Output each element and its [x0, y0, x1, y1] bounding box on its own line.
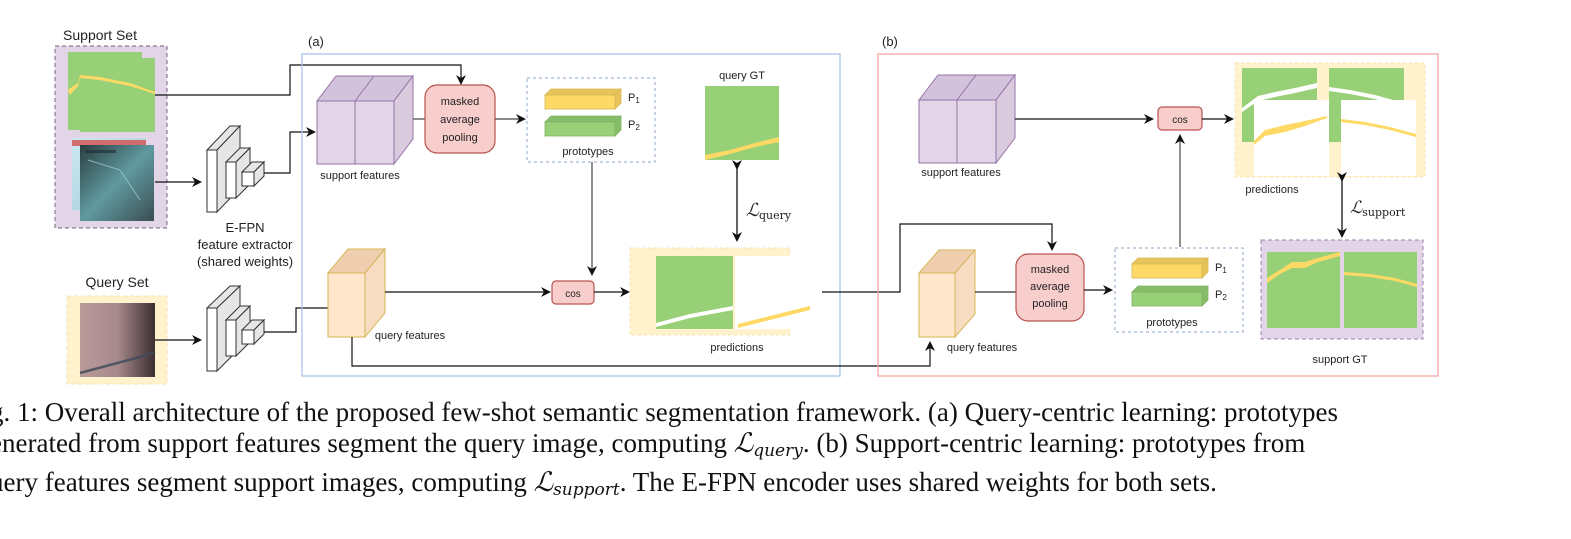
prototypes-container-a [526, 77, 656, 163]
support-loss-label: ℒsupport [1350, 198, 1406, 219]
support-gt-label: support GT [1312, 354, 1367, 366]
query-features-label-a: query features [375, 330, 446, 342]
query-set-label: Query Set [85, 274, 148, 290]
caption-line-2: enerated from support features segment t… [0, 428, 1550, 467]
map-b-line1: masked [1031, 264, 1070, 276]
encoder-to-query-features-line [264, 307, 328, 333]
prototypes-container-b [1114, 247, 1244, 333]
predictions-label-b: predictions [1245, 184, 1299, 196]
caption-line-3: uery features segment support images, co… [0, 467, 1550, 506]
prototypes-label-a: prototypes [562, 146, 614, 158]
prototype-p2-a [544, 115, 622, 137]
support-features-block [315, 74, 415, 166]
map-a-line2: average [440, 114, 480, 126]
panel-b-tag: (b) [882, 34, 898, 49]
caption-line-3-text-a: uery features segment support images, co… [0, 467, 534, 497]
prototype-p2-b [1131, 285, 1209, 307]
cos-label-b: cos [1172, 115, 1188, 126]
caption-query-loss-subscript: query [753, 441, 803, 461]
query-features-block-b [917, 248, 977, 339]
support-camera-image [72, 138, 154, 221]
caption-line-1: g. 1: Overall architecture of the propos… [0, 397, 1338, 427]
query-features-block-a [326, 247, 387, 339]
query-features-label-b: query features [947, 342, 1018, 354]
map-a-line1: masked [441, 96, 480, 108]
encoder-query [205, 284, 266, 373]
query-loss-label: ℒquery [746, 200, 792, 222]
support-gt-image-1 [1267, 252, 1340, 328]
query-gt-image [705, 86, 779, 160]
panel-b-border [877, 53, 1439, 377]
support-mask-image [68, 52, 155, 132]
cos-label-a: cos [565, 289, 581, 300]
support-set-label: Support Set [63, 27, 137, 43]
caption-line-2-text-b: . (b) Support-centric learning: prototyp… [802, 428, 1306, 458]
encoder-label-weights: (shared weights) [197, 254, 293, 269]
caption-support-loss-subscript: support [553, 480, 620, 500]
prediction-image-b-2 [1329, 68, 1416, 176]
prediction-image-a-2 [735, 256, 811, 329]
map-b-line3: pooling [1032, 298, 1067, 310]
support-features-block-b [917, 73, 1017, 165]
support-features-label: support features [320, 170, 400, 182]
p2-label-b: P2 [1215, 289, 1227, 302]
architecture-diagram: Support Set Query Set [54, 27, 1439, 385]
prototype-p1-a [544, 88, 622, 110]
caption-support-loss-symbol: ℒ [533, 467, 554, 498]
caption-query-loss-symbol: ℒ [733, 428, 754, 459]
predictions-label-a: predictions [710, 342, 764, 354]
caption-query-loss-math: ℒquery [733, 428, 803, 461]
encoder-label-name: E-FPN [226, 220, 265, 235]
masked-average-pooling-b [1015, 253, 1085, 322]
encoder-to-support-features-arrow [264, 127, 316, 174]
panel-b: (b) support features cos [877, 34, 1439, 377]
map-a-line3: pooling [442, 132, 477, 144]
p1-label-a: P1 [628, 92, 640, 105]
encoder-label-desc: feature extractor [198, 237, 293, 252]
support-gt-image-2 [1344, 252, 1417, 328]
prediction-image-a-1 [656, 256, 733, 329]
predictions-to-map-b-arrow [822, 223, 1057, 293]
caption-line-3-text-b: . The E-FPN encoder uses shared weights … [619, 467, 1217, 497]
caption-line-2-text-a: enerated from support features segment t… [0, 428, 734, 458]
panel-a-border [301, 53, 841, 377]
caption-support-loss-math: ℒsupport [533, 467, 620, 500]
panel-a: (a) support features masked average pool… [301, 34, 1057, 377]
p2-label-a: P2 [628, 119, 640, 132]
query-set-group: Query Set [66, 274, 168, 385]
prediction-image-b-1 [1242, 68, 1329, 176]
encoder-support [205, 124, 266, 214]
support-mask-to-map-arrow [155, 64, 466, 96]
support-features-label-b: support features [921, 167, 1001, 179]
query-gt-label: query GT [719, 70, 765, 82]
panel-a-tag: (a) [308, 34, 324, 49]
prototype-p1-b [1131, 257, 1209, 279]
query-features-to-panel-b-arrow [351, 337, 935, 367]
support-set-group: Support Set [54, 27, 168, 229]
prototypes-label-b: prototypes [1146, 317, 1198, 329]
figure-caption: g. 1: Overall architecture of the propos… [0, 397, 1550, 506]
query-image [80, 303, 155, 377]
map-b-line2: average [1030, 281, 1070, 293]
p1-label-b: P1 [1215, 262, 1227, 275]
